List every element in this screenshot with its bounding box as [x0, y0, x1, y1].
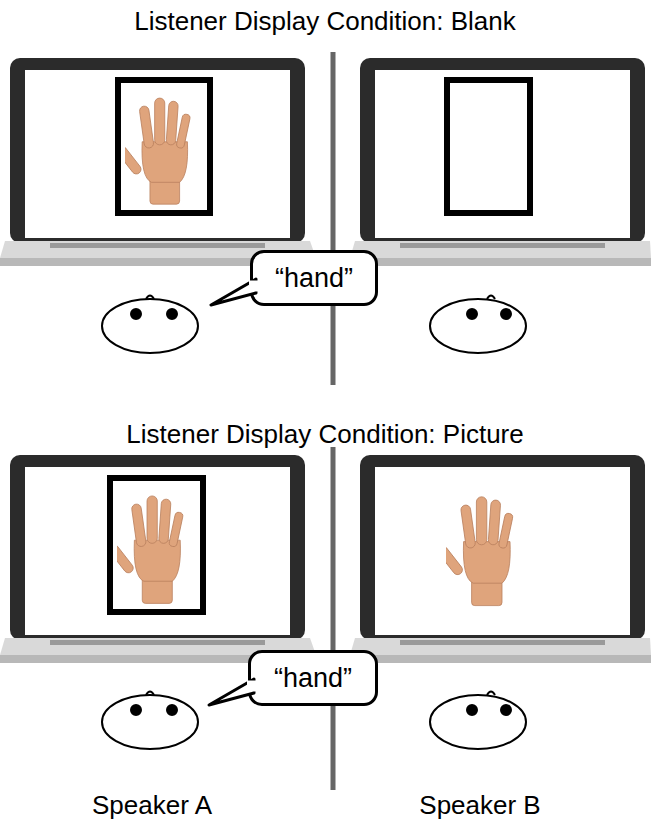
- condition-heading: Listener Display Condition: Blank: [134, 6, 516, 36]
- face: [102, 296, 198, 354]
- laptop: [350, 455, 651, 663]
- speech-text: “hand”: [275, 263, 353, 294]
- bubble-tail: [208, 271, 268, 316]
- laptop: [0, 58, 316, 266]
- speaker-label: Speaker B: [419, 790, 540, 820]
- face: [430, 692, 526, 750]
- divider: [331, 52, 336, 385]
- condition-heading: Listener Display Condition: Picture: [126, 419, 523, 449]
- hand-picture: [107, 496, 183, 603]
- laptop: [350, 58, 651, 266]
- hand-picture: [436, 497, 513, 606]
- bubble-tail: [206, 671, 266, 716]
- face: [430, 296, 526, 354]
- blank-frame: [447, 80, 530, 213]
- divider: [331, 447, 336, 790]
- speech-bubble: “hand”: [248, 650, 378, 706]
- face: [102, 692, 198, 750]
- laptop: [0, 455, 316, 663]
- speech-text: “hand”: [274, 663, 352, 694]
- hand-picture: [115, 98, 190, 204]
- speech-bubble: “hand”: [250, 250, 378, 306]
- speaker-label: Speaker A: [92, 790, 212, 820]
